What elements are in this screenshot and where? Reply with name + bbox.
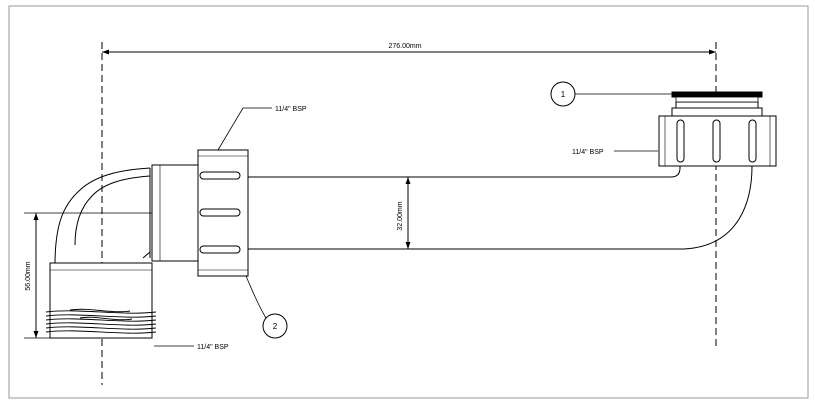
pipe-diameter-dimension: 32.00mm bbox=[397, 177, 411, 249]
outlet-washer bbox=[671, 91, 763, 117]
horizontal-pipe bbox=[248, 165, 753, 250]
height-dimension: 56.00mm bbox=[24, 212, 152, 339]
overall-length-label: 276.00mm bbox=[388, 43, 421, 50]
right-union-nut bbox=[658, 115, 777, 167]
elbow bbox=[54, 164, 199, 266]
bsp-bottom-label: 11/4" BSP bbox=[197, 344, 229, 351]
height-label: 56.00mm bbox=[25, 261, 32, 290]
bsp-right-label: 11/4" BSP bbox=[572, 149, 604, 156]
callout-2: 2 bbox=[245, 275, 288, 339]
label-bsp-upper: 11/4" BSP bbox=[217, 106, 307, 151]
label-bsp-right: 11/4" BSP bbox=[572, 149, 658, 156]
left-union-nut bbox=[197, 149, 249, 277]
bottom-threaded-outlet bbox=[45, 262, 157, 339]
label-bsp-bottom: 11/4" BSP bbox=[154, 344, 229, 351]
pipe-diameter-label: 32.00mm bbox=[397, 201, 404, 230]
overall-length-dimension: 276.00mm bbox=[102, 43, 716, 55]
callout-1: 1 bbox=[550, 81, 672, 107]
bsp-upper-label: 11/4" BSP bbox=[275, 106, 307, 113]
callout-1-number: 1 bbox=[561, 90, 566, 99]
drawing-border bbox=[8, 5, 809, 399]
callout-2-number: 2 bbox=[273, 322, 278, 331]
